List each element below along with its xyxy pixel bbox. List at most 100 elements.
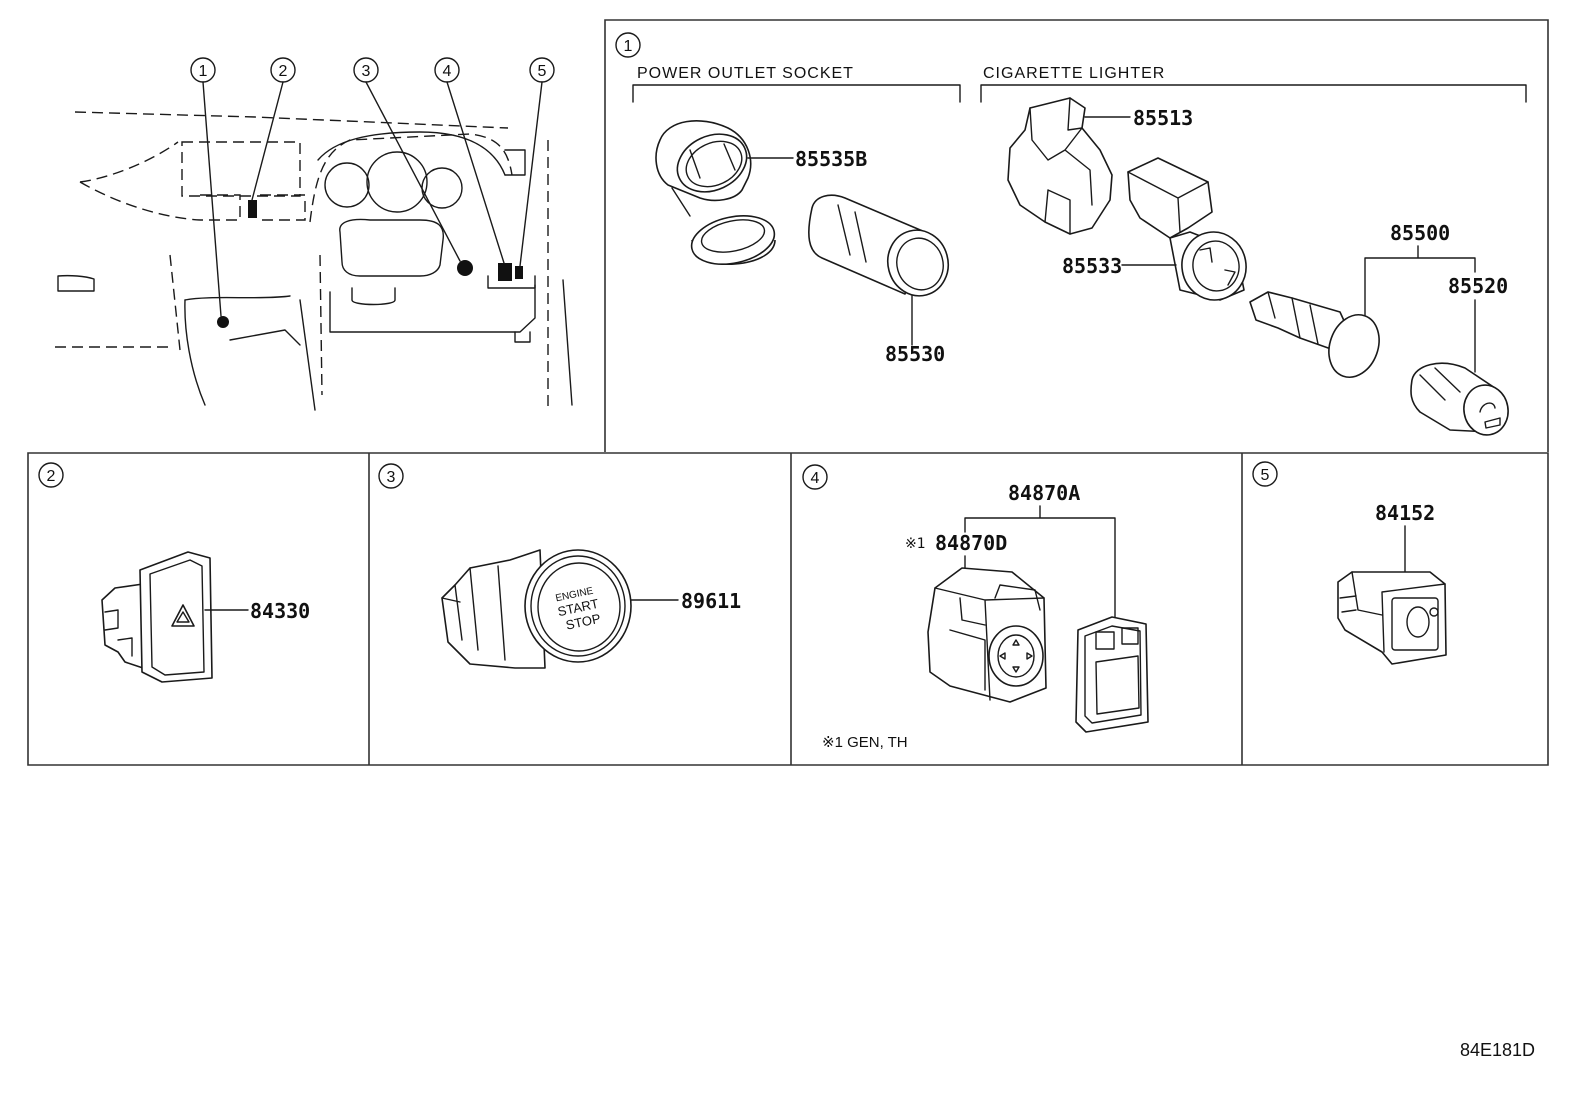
- switch-connector-details: [1339, 595, 1357, 613]
- callout-number: 4: [443, 63, 452, 80]
- callout-number: 1: [199, 63, 208, 80]
- panel-2: 2 84330: [38, 462, 310, 683]
- panel1-frame: [604, 19, 1549, 452]
- switch-body-edges: [934, 587, 1045, 701]
- direction-arrows-icon: [999, 639, 1033, 673]
- bracket-power-outlet: [632, 84, 961, 103]
- location-marker-2: [248, 200, 257, 218]
- bracket-body: [1007, 97, 1113, 235]
- lighter-icon: [1479, 402, 1501, 429]
- callout-circle: [529, 57, 555, 83]
- callout-circle: [270, 57, 296, 83]
- console-right: [299, 299, 316, 411]
- part-85513-drawing: [1007, 97, 1113, 235]
- part-85520-drawing: [1410, 362, 1509, 436]
- gauge-center: [366, 151, 428, 213]
- callout-5: 5: [529, 57, 555, 83]
- switch-connector: [949, 629, 986, 691]
- console-inner: [229, 329, 301, 346]
- part-number-85500: 85500: [1390, 221, 1450, 245]
- switch-dial: [1406, 606, 1430, 638]
- button-mid-ring: [530, 555, 626, 657]
- lower-dash-tab: [514, 331, 531, 343]
- bezel-inner: [1084, 625, 1142, 724]
- callout-number: 2: [279, 63, 288, 80]
- panel-2-number: 2: [47, 468, 56, 485]
- switch-body-edges: [1351, 571, 1446, 653]
- location-marker-1: [217, 316, 229, 328]
- center-vent-right: [260, 194, 306, 221]
- part-number-85530: 85530: [885, 342, 945, 366]
- right-trim: [562, 279, 573, 406]
- bracket-edges: [1029, 97, 1093, 206]
- heading-power-outlet: POWER OUTLET SOCKET: [637, 65, 854, 82]
- hazard-triangle-inner: [176, 611, 190, 623]
- push-start-switch-drawing: ENGINE START STOP: [441, 549, 632, 669]
- headlight-icon: [1429, 607, 1439, 617]
- switch-connector: [101, 583, 144, 669]
- bottom-row-dividers: [368, 453, 1243, 765]
- panel-4-number: 4: [811, 470, 820, 487]
- bracket-85500: [1364, 245, 1476, 316]
- bezel-opening-small-left: [1095, 631, 1115, 650]
- mirror-switch-drawing: [927, 567, 1047, 703]
- part-number-84870D: 84870D: [935, 531, 1007, 555]
- panel-5-number-circle: [1252, 461, 1278, 487]
- cap-inner: [700, 219, 766, 253]
- lighter-knob: [1328, 314, 1380, 378]
- diagram-frames: [27, 19, 1549, 766]
- dash-top-edge: [74, 111, 509, 129]
- part-85535B-drawing: [655, 120, 776, 265]
- panel-5-number: 5: [1261, 467, 1270, 484]
- panel-1: 1 POWER OUTLET SOCKET CIGARETTE LIGHTER …: [615, 32, 1527, 436]
- callout-number: 5: [538, 63, 547, 80]
- panel-2-number-circle: [38, 462, 64, 488]
- location-marker-3: [457, 260, 473, 276]
- part-number-85535B: 85535B: [795, 147, 867, 171]
- switch-housing-ribs: [441, 565, 506, 661]
- panel-3: 3 ENGINE START STOP 89611: [378, 463, 741, 669]
- note-mark: ※1: [905, 536, 926, 552]
- center-vent-left: [200, 194, 241, 221]
- panel-3-number-circle: [378, 463, 404, 489]
- part-number-89611: 89611: [681, 589, 741, 613]
- gauge-left: [324, 162, 370, 208]
- part-85500-drawing: [1249, 291, 1380, 378]
- leader-callout-3: [365, 81, 461, 262]
- hazard-switch-drawing: [101, 551, 213, 683]
- heading-cigarette-lighter: CIGARETTE LIGHTER: [983, 65, 1165, 82]
- button-text-stop: STOP: [564, 611, 602, 633]
- diagram-code: 84E181D: [1460, 1040, 1535, 1060]
- leader-callout-5: [519, 81, 543, 267]
- holder-notches: [1199, 247, 1236, 286]
- socket-ring-inner: [685, 140, 743, 188]
- socket-tabs: [689, 143, 736, 179]
- part-number-85513: 85513: [1133, 106, 1193, 130]
- meter-hood: [317, 131, 506, 176]
- leader-callout-2: [251, 81, 284, 201]
- switch-bezel-drawing: [1075, 616, 1149, 733]
- steering-hub: [339, 218, 445, 277]
- part-number-84330: 84330: [250, 599, 310, 623]
- part-number-84152: 84152: [1375, 501, 1435, 525]
- switch-bezel-outline: [487, 275, 536, 289]
- callout-circle: [190, 57, 216, 83]
- panel-4: 4 84870A ※1 84870D ※1 GEN, TH: [802, 464, 1149, 751]
- dashboard-overview: 1 2 3 4 5: [55, 57, 573, 411]
- part-number-84870A: 84870A: [1008, 481, 1080, 505]
- gauge-right: [421, 167, 463, 209]
- callout-circle: [434, 57, 460, 83]
- holder-top: [1127, 157, 1213, 239]
- holder-ring-inner: [1192, 240, 1240, 292]
- location-marker-5: [515, 266, 523, 279]
- part-number-85520: 85520: [1448, 274, 1508, 298]
- switch-connector-details: [104, 609, 133, 657]
- mirror-joystick-inner: [997, 634, 1035, 678]
- switch-face: [1391, 597, 1439, 651]
- leader-callout-1: [202, 81, 222, 317]
- dash-upper-left: [79, 141, 179, 183]
- callout-4: 4: [434, 57, 460, 83]
- callout-2: 2: [270, 57, 296, 83]
- left-vent: [57, 274, 95, 292]
- lower-dash-panel: [329, 284, 536, 333]
